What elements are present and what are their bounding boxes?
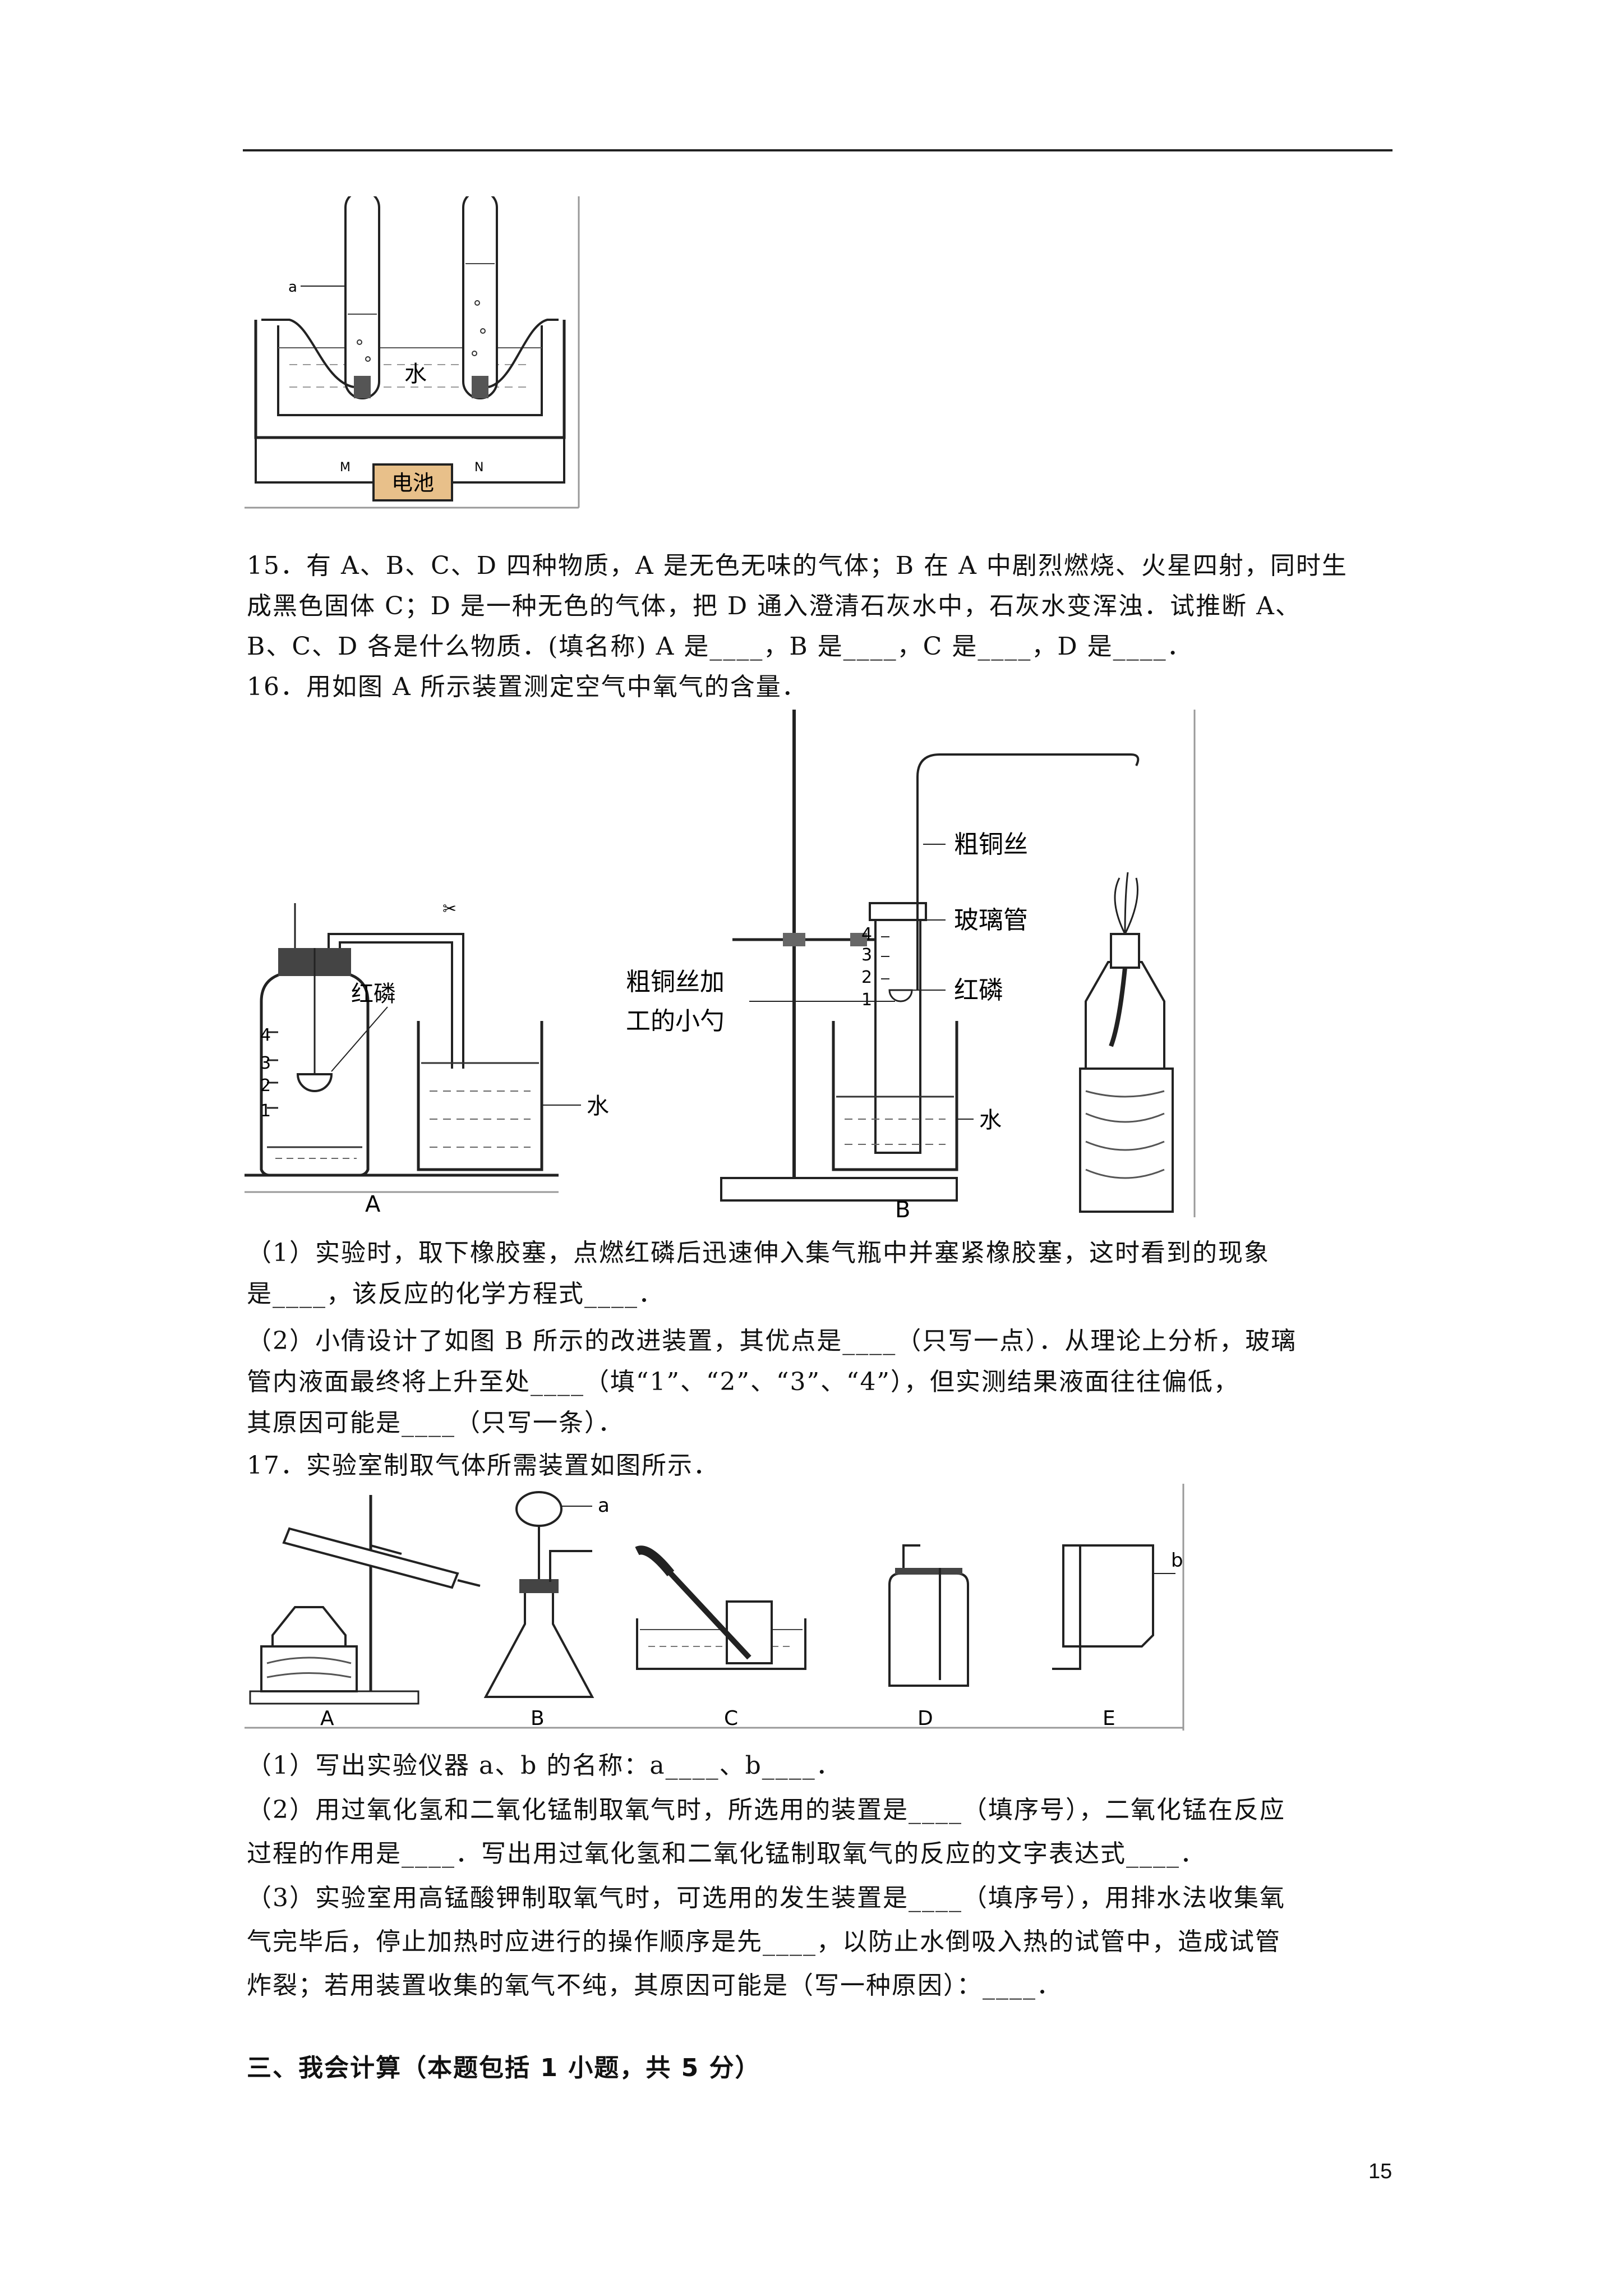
battery-label: 电池 (391, 471, 434, 495)
mark-b-3: 3 (861, 945, 872, 965)
label-C: C (724, 1707, 738, 1730)
q16-title: 16．用如图 A 所示装置测定空气中氧气的含量． (247, 673, 808, 701)
mark-1: 1 (260, 1101, 271, 1121)
header-rule (243, 149, 1393, 151)
water-label-b: 水 (979, 1107, 1002, 1133)
q17-p2-line2: 过程的作用是____．写出用过氧化氢和二氧化锰制取氧气的反应的文字表达式____… (247, 1839, 1206, 1868)
label-a-funnel: a (598, 1494, 610, 1517)
q16-p1-line2: 是____，该反应的化学方程式____． (247, 1280, 664, 1308)
page-number: 15 (1368, 2160, 1393, 2183)
mark-b-4: 4 (861, 924, 872, 944)
label-D: D (917, 1707, 933, 1730)
q17-p1: （1）写出实验仪器 a、b 的名称：a____、b____． (247, 1751, 842, 1780)
label-b-bottle: b (1171, 1549, 1183, 1572)
q16-p2-line1: （2）小倩设计了如图 B 所示的改进装置，其优点是____（只写一点）．从理论上… (247, 1327, 1297, 1355)
spoon-label-line1: 粗铜丝加 (626, 968, 725, 996)
mark-b-1: 1 (861, 990, 872, 1010)
mark-2: 2 (260, 1076, 271, 1096)
q17-title: 17．实验室制取气体所需装置如图所示． (247, 1451, 719, 1480)
figure-label-b: B (895, 1197, 910, 1220)
q17-p3-line2: 气完毕后，停止加热时应进行的操作顺序是先____，以防止水倒吸入热的试管中，造成… (247, 1927, 1281, 1956)
q15-line3: B、C、D 各是什么物质．(填名称) A 是____，B 是____，C 是__… (247, 632, 1193, 661)
q15-line1: 15．有 A、B、C、D 四种物质，A 是无色无味的气体；B 在 A 中剧烈燃烧… (247, 551, 1348, 580)
label-A: A (320, 1707, 334, 1730)
label-E: E (1103, 1707, 1115, 1730)
q16-p1-line1: （1）实验时，取下橡胶塞，点燃红磷后迅速伸入集气瓶中并塞紧橡胶塞，这时看到的现象 (247, 1239, 1270, 1267)
red-p-label-b: 红磷 (954, 976, 1003, 1005)
q17-p3-line3: 炸裂；若用装置收集的氧气不纯，其原因可能是（写一种原因）：____． (247, 1971, 1062, 2000)
copper-wire-label: 粗铜丝 (954, 830, 1028, 859)
glass-tube-label: 玻璃管 (954, 906, 1028, 935)
mark-4: 4 (260, 1025, 271, 1045)
red-p-label-a: 红磷 (351, 981, 396, 1007)
q17-p2-line1: （2）用过氧化氢和二氧化锰制取氧气时，所选用的装置是____（填序号），二氧化锰… (247, 1796, 1285, 1824)
clamp-icon: ✂ (442, 899, 457, 919)
water-label: 水 (404, 361, 427, 387)
q17-p3-line1: （3）实验室用高锰酸钾制取氧气时，可选用的发生装置是____（填序号），用排水法… (247, 1884, 1285, 1912)
gas-apparatus-figure: A a B C D b E (245, 1484, 1187, 1731)
label-m: M (340, 461, 351, 475)
mark-3: 3 (260, 1053, 271, 1073)
water-label-a: 水 (587, 1093, 609, 1119)
mark-b-2: 2 (861, 968, 872, 987)
section-heading: 三、我会计算（本题包括 1 小题，共 5 分） (247, 2054, 761, 2082)
label-n: N (474, 461, 483, 475)
label-a: a (288, 279, 297, 296)
oxygen-content-figure: 4 3 2 1 ✂ 红磷 水 A 4 3 2 1 粗铜 (245, 710, 1198, 1223)
label-B: B (531, 1707, 545, 1730)
q15-line2: 成黑色固体 C；D 是一种无色的气体，把 D 通入澄清石灰水中，石灰水变浑浊．试… (247, 592, 1301, 620)
q16-p2-line2: 管内液面最终将上升至处____（填“1”、“2”、“3”、“4”），但实测结果液… (247, 1368, 1239, 1396)
electrolysis-figure: a 水 电池 M N (245, 190, 581, 510)
spoon-label-line2: 工的小勺 (626, 1007, 725, 1036)
q16-p2-line3: 其原因可能是____（只写一条）． (247, 1409, 624, 1437)
figure-label-a: A (365, 1191, 381, 1217)
